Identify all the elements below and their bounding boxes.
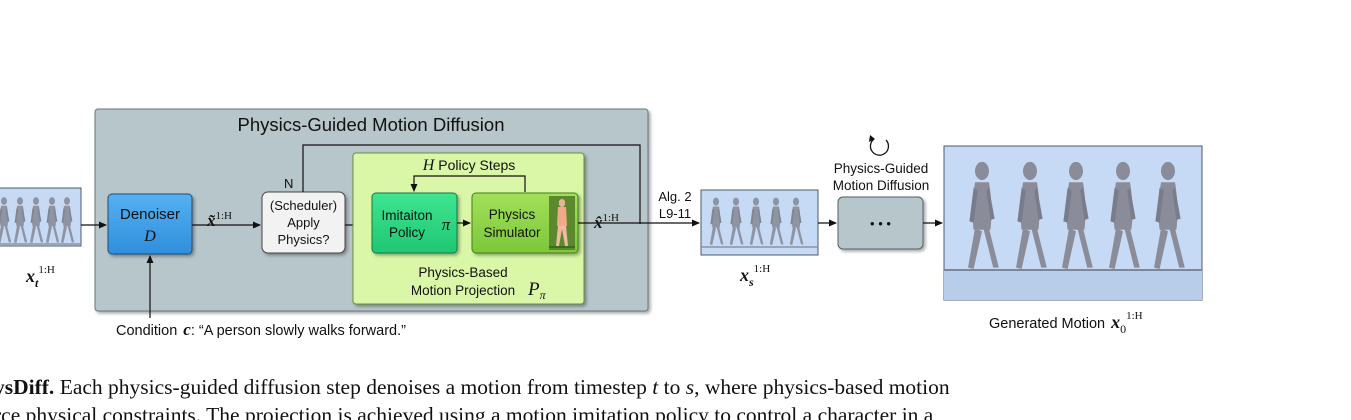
scheduler-line3: Physics? — [277, 232, 329, 247]
denoiser-output-label: x̃1:H — [206, 210, 232, 230]
caption-line1: ysDiff. Each physics-guided diffusion st… — [0, 375, 950, 399]
repeat-block-line2: Motion Diffusion — [833, 178, 930, 193]
repeat-icon — [869, 135, 890, 156]
imitation-line1: Imitaiton — [381, 208, 432, 223]
repeat-block-ellipsis: • • • — [870, 216, 891, 231]
projection-title-line2: Motion Projection — [411, 283, 515, 298]
denoiser-symbol: D — [143, 228, 156, 245]
scheduler-line1: (Scheduler) — [270, 198, 337, 213]
simulator-line1: Physics — [489, 207, 536, 222]
algorithm-ref-line2: L9-11 — [659, 206, 691, 221]
caption-line2: rce physical constraints. The projection… — [0, 403, 934, 420]
repeat-block-line1: Physics-Guided — [834, 161, 929, 176]
simulator-line2: Simulator — [483, 225, 541, 240]
imitation-symbol: π — [442, 215, 451, 234]
intermediate-motion-label: xs1:H — [739, 263, 770, 289]
branch-no-label: N — [284, 176, 293, 191]
scheduler-line2: Apply — [287, 215, 320, 230]
projection-title-line1: Physics-Based — [418, 265, 507, 280]
imitation-line2: Policy — [389, 225, 425, 240]
projection-output-label: x̂1:H — [593, 212, 619, 232]
projection-operator: Pπ — [527, 279, 547, 302]
algorithm-ref-line1: Alg. 2 — [658, 189, 691, 204]
denoiser-label: Denoiser — [120, 206, 180, 223]
denoiser-box — [107, 193, 193, 255]
input-motion-label: xt1:H — [25, 264, 55, 290]
outer-box-title: Physics-Guided Motion Diffusion — [237, 114, 504, 135]
